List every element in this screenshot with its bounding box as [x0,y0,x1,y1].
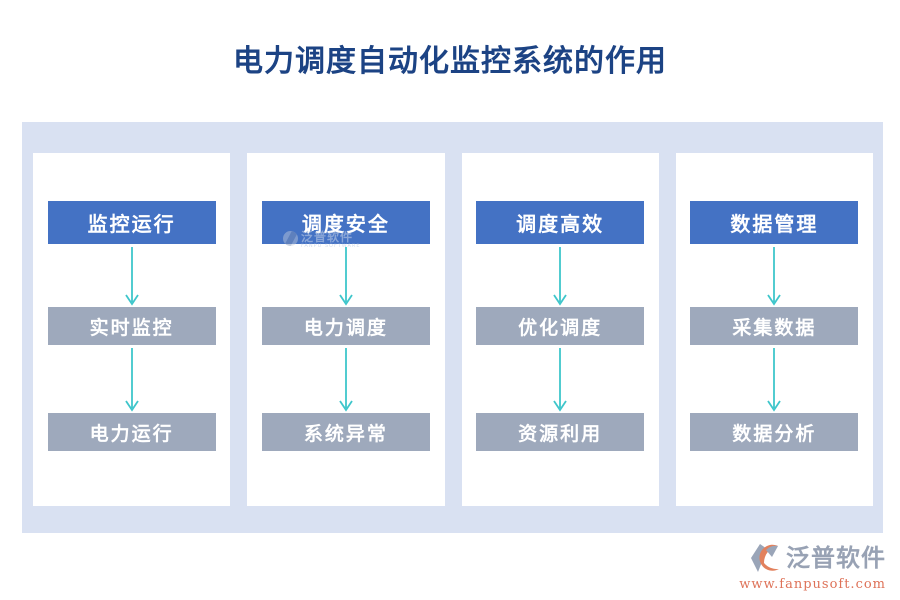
item-box: 实时监控 [47,307,216,345]
header-box: 监控运行 [47,201,216,244]
item-box: 数据分析 [690,413,859,451]
down-arrow-icon [339,247,353,306]
item-box: 电力调度 [261,307,430,345]
item-box: 优化调度 [476,307,645,345]
header-box: 调度安全 [261,201,430,244]
down-arrow-icon [553,348,567,412]
column-dispatch-safety: 调度安全 电力调度 系统异常 [247,153,445,506]
item-box: 采集数据 [690,307,859,345]
column-dispatch-efficiency: 调度高效 优化调度 资源利用 [461,153,659,506]
down-arrow-icon [124,348,139,412]
brand-name-text: 泛普软件 [786,543,886,572]
brand-logo: 泛普软件 www.fanpusoft.com [739,541,886,592]
header-box: 数据管理 [690,201,859,244]
header-box: 调度高效 [476,201,645,244]
item-box: 系统异常 [261,413,430,451]
page-title: 电力调度自动化监控系统的作用 [233,44,667,79]
fanpu-logo-icon [751,544,779,572]
down-arrow-icon [124,247,139,306]
down-arrow-icon [767,348,782,412]
item-box: 电力运行 [47,413,216,451]
down-arrow-icon [767,247,782,306]
down-arrow-icon [553,247,567,306]
diagram-panel: 监控运行 实时监控 电力运行 调度安全 电力调度 系统异常 调度高效 优化调 [22,122,883,533]
column-data-management: 数据管理 采集数据 数据分析 [675,153,873,506]
brand-url-text: www.fanpusoft.com [739,577,886,592]
item-box: 资源利用 [476,413,645,451]
column-monitoring: 监控运行 实时监控 电力运行 [33,153,231,506]
down-arrow-icon [339,348,353,412]
